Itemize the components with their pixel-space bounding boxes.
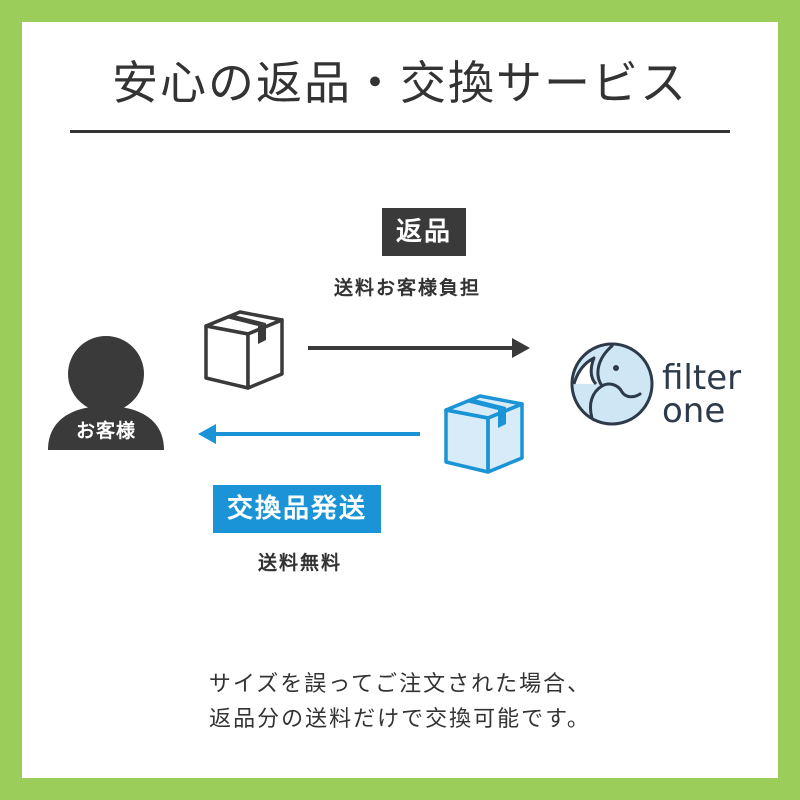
person-icon [48,336,164,450]
return-badge: 返品 [382,208,467,256]
exchange-badge: 交換品発送 [213,485,382,533]
exchange-shipping-note: 送料無料 [258,552,343,574]
footer-line-2: 返品分の送料だけで交換可能です。 [209,707,591,732]
return-shipping-note: 送料お客様負担 [334,277,482,299]
dog-logo-icon [570,342,654,426]
page-title: 安心の返品・交換サービス [112,56,688,110]
logo-text-one: one [662,391,726,431]
logo-text-filter: filter [662,358,742,398]
footer-line-1: サイズを誤ってご注文された場合、 [208,672,592,697]
exchange-arrow-icon [198,424,420,444]
return-arrow-icon [308,338,530,358]
content-panel [22,22,778,778]
box-icon [204,310,284,390]
exchange-box-icon [444,394,524,474]
title-underline [70,130,730,133]
customer-label: お客様 [75,420,136,442]
